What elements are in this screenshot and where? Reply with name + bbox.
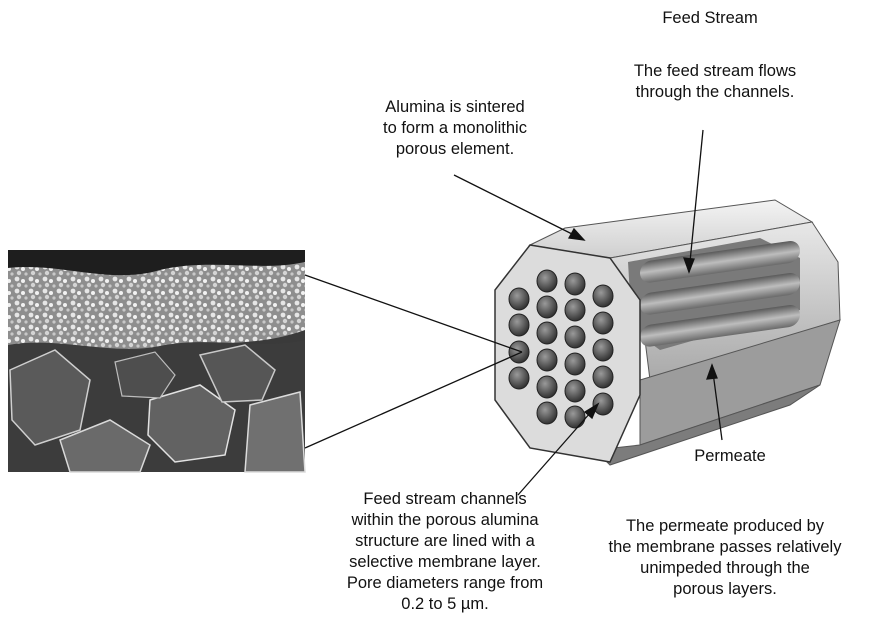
caption-line: Pore diameters range from	[305, 573, 585, 594]
channel-hole	[565, 380, 585, 402]
caption-line: within the porous alumina	[305, 510, 585, 531]
channel-hole	[593, 339, 613, 361]
channel-hole	[537, 376, 557, 398]
channel-hole	[537, 402, 557, 424]
sem-micrograph	[8, 250, 305, 472]
channel-hole	[537, 296, 557, 318]
caption-line: selective membrane layer.	[305, 552, 585, 573]
channel-hole	[537, 349, 557, 371]
caption-line: through the channels.	[600, 82, 830, 103]
channel-hole	[537, 322, 557, 344]
channel-hole	[537, 270, 557, 292]
caption-line: unimpeded through the	[575, 558, 875, 579]
caption-line: Alumina is sintered	[355, 97, 555, 118]
caption-line: porous layers.	[575, 579, 875, 600]
caption-line: The permeate produced by	[575, 516, 875, 537]
caption-line: structure are lined with a	[305, 531, 585, 552]
feed-stream-flow-caption: The feed stream flows through the channe…	[600, 61, 830, 103]
channel-hole	[565, 353, 585, 375]
caption-line: the membrane passes relatively	[575, 537, 875, 558]
channel-hole	[565, 273, 585, 295]
channel-hole	[593, 312, 613, 334]
channel-hole	[593, 366, 613, 388]
channel-hole	[593, 285, 613, 307]
permeate-caption: The permeate produced by the membrane pa…	[575, 516, 875, 600]
channel-hole	[565, 406, 585, 428]
channel-hole	[509, 341, 529, 363]
channels-caption: Feed stream channels within the porous a…	[305, 489, 585, 615]
channel-hole	[509, 314, 529, 336]
alumina-caption: Alumina is sintered to form a monolithic…	[355, 97, 555, 160]
channel-hole	[509, 367, 529, 389]
caption-line: The feed stream flows	[600, 61, 830, 82]
channel-hole	[565, 299, 585, 321]
caption-line: to form a monolithic	[355, 118, 555, 139]
channel-hole	[509, 288, 529, 310]
caption-line: porous element.	[355, 139, 555, 160]
channel-hole	[565, 326, 585, 348]
caption-line: Feed stream channels	[305, 489, 585, 510]
permeate-title: Permeate	[670, 446, 790, 467]
caption-line: 0.2 to 5 µm.	[305, 594, 585, 615]
channel-hole	[593, 393, 613, 415]
